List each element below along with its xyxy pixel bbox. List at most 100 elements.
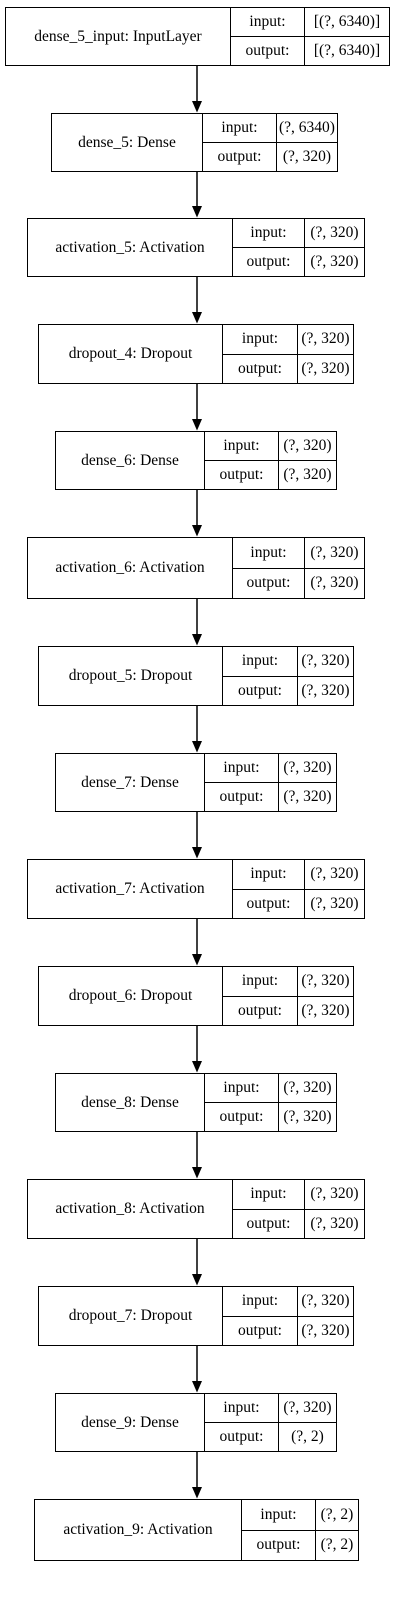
output-shape: (?, 320) bbox=[301, 359, 350, 377]
input-row: input:(?, 320) bbox=[205, 1074, 336, 1102]
output-shape: (?, 320) bbox=[283, 788, 332, 805]
output-row: output:(?, 2) bbox=[205, 1422, 336, 1451]
output-row: output:(?, 320) bbox=[223, 353, 353, 383]
output-row: output:(?, 320) bbox=[233, 1208, 364, 1238]
output-shape: (?, 320) bbox=[310, 574, 359, 592]
input-label: input: bbox=[205, 432, 279, 460]
output-label: output: bbox=[205, 1103, 279, 1131]
input-shape: (?, 320) bbox=[283, 1079, 332, 1096]
output-label: output: bbox=[233, 568, 305, 598]
layer-name: dense_5: Dense bbox=[52, 114, 203, 171]
input-label: input: bbox=[205, 1074, 279, 1102]
input-row: input:(?, 320) bbox=[223, 325, 353, 354]
edge-arrowhead bbox=[192, 1381, 202, 1393]
output-row: output: (?, 320) bbox=[233, 567, 364, 598]
input-row: input:(?, 320) bbox=[205, 1394, 336, 1422]
edge-arrowhead bbox=[192, 1274, 202, 1286]
layer-name: dense_9: Dense bbox=[56, 1394, 205, 1451]
input-shape: (?, 320) bbox=[310, 1185, 359, 1203]
edge-arrowhead bbox=[192, 634, 202, 646]
output-label: output: bbox=[242, 1530, 316, 1560]
layer-name: dropout_6: Dropout bbox=[39, 967, 223, 1025]
edge-arrowhead bbox=[192, 525, 202, 537]
input-label: input: bbox=[205, 1394, 279, 1422]
input-label: input: bbox=[223, 967, 298, 996]
input-row: input:[(?, 6340)] bbox=[231, 8, 389, 36]
layer-name: dropout_4: Dropout bbox=[39, 325, 223, 383]
input-shape: [(?, 6340)] bbox=[313, 13, 381, 30]
output-row: output: (?, 320) bbox=[203, 142, 337, 171]
output-label: output: bbox=[203, 143, 277, 171]
output-shape: (?, 320) bbox=[283, 1108, 332, 1125]
layer-name: activation_8: Activation bbox=[28, 1180, 233, 1238]
output-label: output: bbox=[223, 996, 298, 1025]
input-label: input: bbox=[242, 1500, 316, 1530]
edge-arrowhead bbox=[192, 419, 202, 431]
output-row: output:(?, 320) bbox=[205, 460, 336, 489]
input-shape: (?, 320) bbox=[310, 543, 359, 561]
output-row: output:(?, 320) bbox=[233, 888, 364, 918]
input-label: input: bbox=[203, 114, 277, 142]
output-row: output:(?, 320) bbox=[223, 675, 353, 705]
edge-arrowhead bbox=[192, 1487, 202, 1499]
edge-arrowhead bbox=[192, 1167, 202, 1179]
output-shape: [(?, 6340)] bbox=[313, 42, 381, 59]
output-label: output: bbox=[223, 354, 298, 383]
input-row: input: (?, 320) bbox=[233, 1180, 364, 1209]
layer-name: activation_7: Activation bbox=[28, 860, 233, 918]
output-label: output: bbox=[233, 889, 305, 918]
output-shape: (?, 320) bbox=[310, 253, 359, 270]
output-label: output: bbox=[231, 37, 305, 65]
edge-arrowhead bbox=[192, 741, 202, 753]
input-shape: (?, 6340) bbox=[279, 119, 335, 136]
layer-name: dropout_5: Dropout bbox=[39, 647, 223, 705]
input-label: input: bbox=[223, 647, 298, 676]
output-row: output:(?, 320) bbox=[205, 1102, 336, 1131]
output-shape: (?, 320) bbox=[282, 148, 332, 165]
layer-name: dense_7: Dense bbox=[56, 754, 205, 811]
input-shape: (?, 320) bbox=[310, 865, 359, 883]
output-row: output:(?, 320) bbox=[223, 995, 353, 1025]
input-shape: (?, 320) bbox=[310, 224, 359, 241]
output-shape: (?, 2) bbox=[291, 1428, 324, 1445]
input-label: input: bbox=[233, 538, 305, 568]
edge-arrowhead bbox=[192, 847, 202, 859]
input-row: input:(?, 320) bbox=[205, 754, 336, 782]
input-row: input:(?, 320) bbox=[205, 432, 336, 460]
input-row: input:(?, 320) bbox=[223, 1287, 353, 1316]
layer-name: dense_8: Dense bbox=[56, 1074, 205, 1131]
output-row: output: (?, 320) bbox=[233, 247, 364, 276]
output-row: output:(?, 320) bbox=[205, 782, 336, 811]
input-label: input: bbox=[233, 860, 305, 889]
output-shape: (?, 2) bbox=[320, 1536, 354, 1554]
input-row: input:(?, 320) bbox=[223, 967, 353, 996]
layer-name: dropout_7: Dropout bbox=[39, 1287, 223, 1345]
output-shape: (?, 320) bbox=[301, 1321, 350, 1339]
layer-name: dense_6: Dense bbox=[56, 432, 205, 489]
layer-name: activation_9: Activation bbox=[35, 1500, 242, 1560]
input-label: input: bbox=[205, 754, 279, 782]
output-label: output: bbox=[233, 248, 305, 276]
input-row: input:(?, 320) bbox=[233, 219, 364, 247]
input-shape: (?, 320) bbox=[301, 972, 350, 990]
input-row: input: (?, 320) bbox=[233, 538, 364, 568]
input-label: input: bbox=[233, 1180, 305, 1209]
output-label: output: bbox=[205, 461, 279, 489]
output-shape: (?, 320) bbox=[301, 1001, 350, 1019]
output-label: output: bbox=[223, 1316, 298, 1345]
input-row: input: (?, 320) bbox=[233, 860, 364, 889]
output-label: output: bbox=[223, 676, 298, 705]
input-row: input:(?, 320) bbox=[223, 647, 353, 676]
